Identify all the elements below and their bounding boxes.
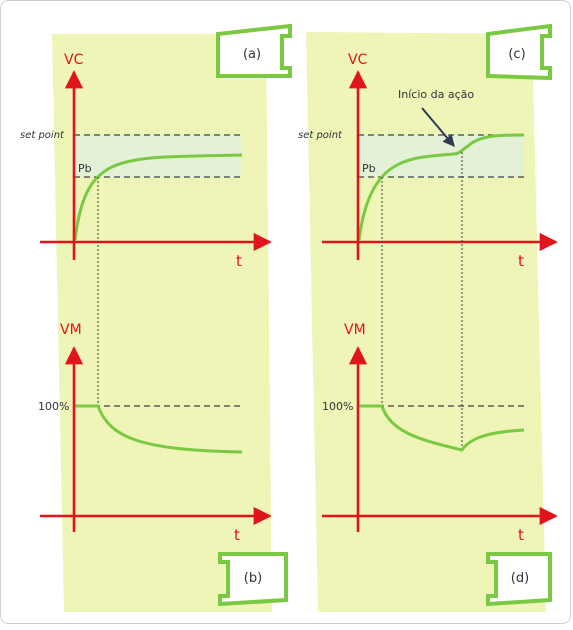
action-start-arrow [421, 107, 455, 147]
vc-curve-a [73, 153, 243, 241]
t-label-a: t [236, 252, 242, 270]
setpoint-label-c: set point [298, 130, 343, 141]
hundred-label-b: 100% [38, 400, 69, 413]
action-start-label: Início da ação [398, 88, 474, 101]
t-label-d: t [518, 526, 524, 544]
vm-curve-b [74, 404, 243, 454]
pb-label-c: Pb [362, 162, 376, 175]
panel-tab-a: (a) [216, 23, 292, 78]
panel-label-b: (b) [244, 571, 262, 586]
hundred-label-d: 100% [322, 400, 353, 413]
panel-tab-c: (c) [486, 23, 552, 81]
panel-tab-d: (d) [486, 552, 552, 607]
panel-label-a: (a) [243, 47, 261, 62]
vm-curve-d [358, 404, 525, 452]
t-label-b: t [234, 526, 240, 544]
vc-curve-c [357, 133, 525, 241]
panel-label-d: (d) [511, 571, 529, 586]
pb-label-a: Pb [78, 162, 92, 175]
vc-label-c: VC [348, 52, 368, 68]
panel-tab-b: (b) [218, 552, 288, 607]
left-panel-background [52, 34, 272, 612]
vm-label-b: VM [60, 322, 82, 338]
panel-label-c: (c) [508, 47, 525, 62]
setpoint-label-a: set point [20, 130, 65, 141]
vc-label-a: VC [64, 52, 84, 68]
vm-label-d: VM [344, 322, 366, 338]
t-label-c: t [518, 252, 524, 270]
